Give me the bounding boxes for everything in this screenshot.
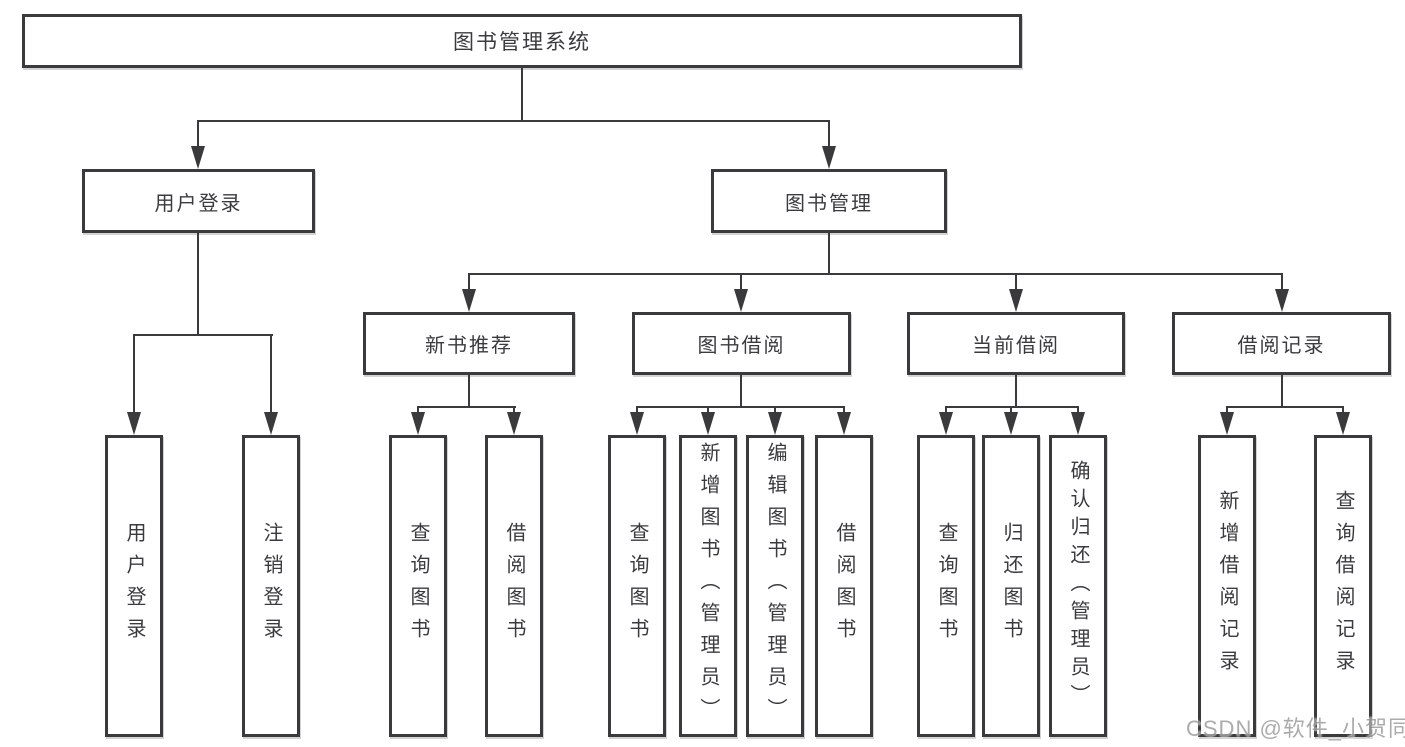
leaf-query-books-current: 查询图书 xyxy=(917,435,975,737)
connector-line xyxy=(133,334,135,412)
connector-line xyxy=(1015,375,1017,408)
arrowhead-down-icon xyxy=(1336,412,1350,435)
node-label: 查询借阅记录 xyxy=(1332,490,1354,682)
arrowhead-down-icon xyxy=(1009,289,1023,312)
node-label: 注销登录 xyxy=(260,522,282,650)
connector-line xyxy=(707,406,709,414)
node-label: 查询图书 xyxy=(407,522,429,650)
node-label: 查询图书 xyxy=(626,522,648,650)
arrowhead-down-icon xyxy=(837,412,851,435)
arrowhead-down-icon xyxy=(822,146,836,169)
connector-line xyxy=(843,406,845,414)
connector-line xyxy=(828,233,830,275)
leaf-confirm-return-admin: 确认归还（管理员） xyxy=(1049,435,1107,737)
connector-line xyxy=(197,120,830,122)
connector-line xyxy=(1226,406,1228,414)
connector-line xyxy=(740,273,742,292)
connector-line xyxy=(1010,406,1012,414)
connector-line xyxy=(828,120,830,148)
node-label: 查询图书 xyxy=(935,522,957,650)
connector-line xyxy=(417,406,516,408)
node-current-borrowing: 当前借阅 xyxy=(907,312,1125,375)
arrowhead-down-icon xyxy=(264,412,278,435)
arrowhead-down-icon xyxy=(1071,412,1085,435)
node-label: 用户登录 xyxy=(123,522,145,650)
arrowhead-down-icon xyxy=(734,289,748,312)
connector-line xyxy=(1226,406,1344,408)
leaf-user-login: 用户登录 xyxy=(105,435,163,737)
leaf-query-books-recommend: 查询图书 xyxy=(389,435,447,737)
node-label: 图书管理 xyxy=(785,192,873,215)
arrowhead-down-icon xyxy=(191,146,205,169)
arrowhead-down-icon xyxy=(1275,289,1289,312)
connector-line xyxy=(636,406,845,408)
csdn-watermark: CSDN @软件_小贺同学 xyxy=(1186,716,1405,741)
arrowhead-down-icon xyxy=(411,412,425,435)
connector-line xyxy=(774,406,776,414)
leaf-logout: 注销登录 xyxy=(242,435,300,737)
node-label: 确认归还（管理员） xyxy=(1067,460,1089,712)
node-label: 编辑图书（管理员） xyxy=(764,442,786,730)
node-label: 新书推荐 xyxy=(425,335,513,357)
node-label: 新增借阅记录 xyxy=(1216,490,1238,682)
connector-line xyxy=(513,406,515,414)
connector-line xyxy=(133,334,273,336)
node-label: 借阅图书 xyxy=(833,522,855,650)
connector-line xyxy=(521,68,523,122)
arrowhead-down-icon xyxy=(701,412,715,435)
node-label: 用户登录 xyxy=(154,192,243,215)
leaf-query-borrow-record: 查询借阅记录 xyxy=(1314,435,1372,737)
node-label: 借阅图书 xyxy=(503,522,525,650)
connector-line xyxy=(1015,273,1017,292)
connector-line xyxy=(468,375,470,408)
arrowhead-down-icon xyxy=(1004,412,1018,435)
arrowhead-down-icon xyxy=(939,412,953,435)
root-node-library-management-system: 图书管理系统 xyxy=(22,14,1022,68)
node-label: 当前借阅 xyxy=(972,335,1060,357)
arrowhead-down-icon xyxy=(127,412,141,435)
node-label: 借阅记录 xyxy=(1237,335,1326,357)
connector-line xyxy=(468,273,1282,275)
arrowhead-down-icon xyxy=(768,412,782,435)
node-label: 归还图书 xyxy=(1000,522,1022,650)
arrowhead-down-icon xyxy=(630,412,644,435)
leaf-borrow-books-recommend: 借阅图书 xyxy=(485,435,543,737)
node-borrowing-records: 借阅记录 xyxy=(1172,312,1391,375)
connector-line xyxy=(1281,273,1283,292)
leaf-add-borrow-record: 新增借阅记录 xyxy=(1198,435,1256,737)
connector-line xyxy=(1281,375,1283,408)
node-label: 新增图书（管理员） xyxy=(697,442,719,730)
connector-line xyxy=(945,406,1079,408)
leaf-query-books-borrowing: 查询图书 xyxy=(608,435,666,737)
arrowhead-down-icon xyxy=(1220,412,1234,435)
connector-line xyxy=(417,406,419,414)
connector-line xyxy=(197,233,199,336)
leaf-add-books-admin: 新增图书（管理员） xyxy=(679,435,737,737)
connector-line xyxy=(468,273,470,292)
leaf-borrow-books-borrowing: 借阅图书 xyxy=(815,435,873,737)
arrowhead-down-icon xyxy=(507,412,521,435)
node-book-borrowing: 图书借阅 xyxy=(632,312,851,375)
connector-line xyxy=(1077,406,1079,414)
connector-line xyxy=(740,375,742,408)
connector-line xyxy=(270,334,272,412)
leaf-edit-books-admin: 编辑图书（管理员） xyxy=(746,435,804,737)
connector-line xyxy=(636,406,638,414)
connector-line xyxy=(1342,406,1344,414)
node-label: 图书借阅 xyxy=(697,335,786,357)
node-book-management: 图书管理 xyxy=(711,169,947,233)
leaf-return-books: 归还图书 xyxy=(982,435,1040,737)
connector-line xyxy=(945,406,947,414)
node-user-login: 用户登录 xyxy=(82,169,315,233)
arrowhead-down-icon xyxy=(462,289,476,312)
connector-line xyxy=(197,120,199,148)
node-label: 图书管理系统 xyxy=(453,31,591,54)
node-new-book-recommendation: 新书推荐 xyxy=(363,312,575,375)
